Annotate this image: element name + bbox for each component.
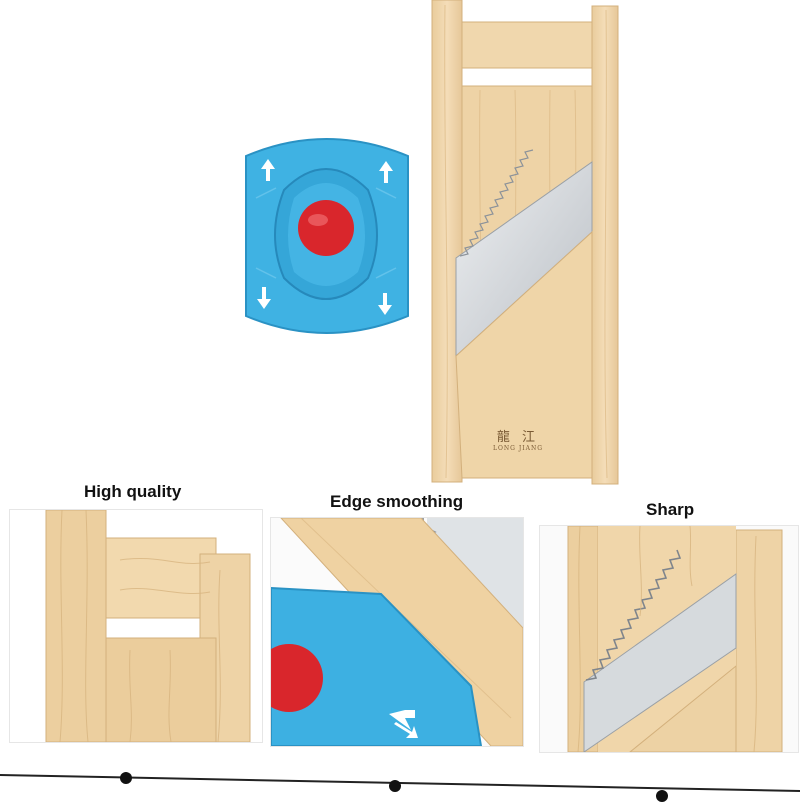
brand-mark: 龍 江 LONG JIANG (488, 426, 548, 452)
blade-closeup (540, 526, 798, 752)
detail-panel-sharp (540, 526, 798, 752)
arrow-up-icon (261, 159, 275, 181)
timeline-divider (0, 772, 800, 802)
caption-high-quality: High quality (84, 482, 182, 501)
timeline-dot (389, 780, 401, 792)
hand-guard-image (245, 138, 409, 334)
arrow-down-icon (257, 287, 271, 309)
timeline-dot (120, 772, 132, 784)
detail-panel-high-quality (10, 510, 262, 742)
detail-panel-edge-smoothing (271, 518, 523, 746)
arrow-up-icon (379, 161, 393, 183)
guard-edge-closeup (271, 518, 523, 746)
caption-edge-smoothing: Edge smoothing (330, 492, 464, 511)
timeline-dot (656, 790, 668, 802)
arrow-down-icon (394, 722, 418, 738)
brand-name-cn: 龍 江 (496, 430, 540, 445)
caption-sharp: Sharp (646, 500, 695, 519)
wood-frame-closeup (45, 510, 251, 742)
arrow-down-icon (378, 293, 392, 315)
brand-name-en: LONG JIANG (492, 445, 543, 452)
slicer-board-image (431, 0, 619, 485)
